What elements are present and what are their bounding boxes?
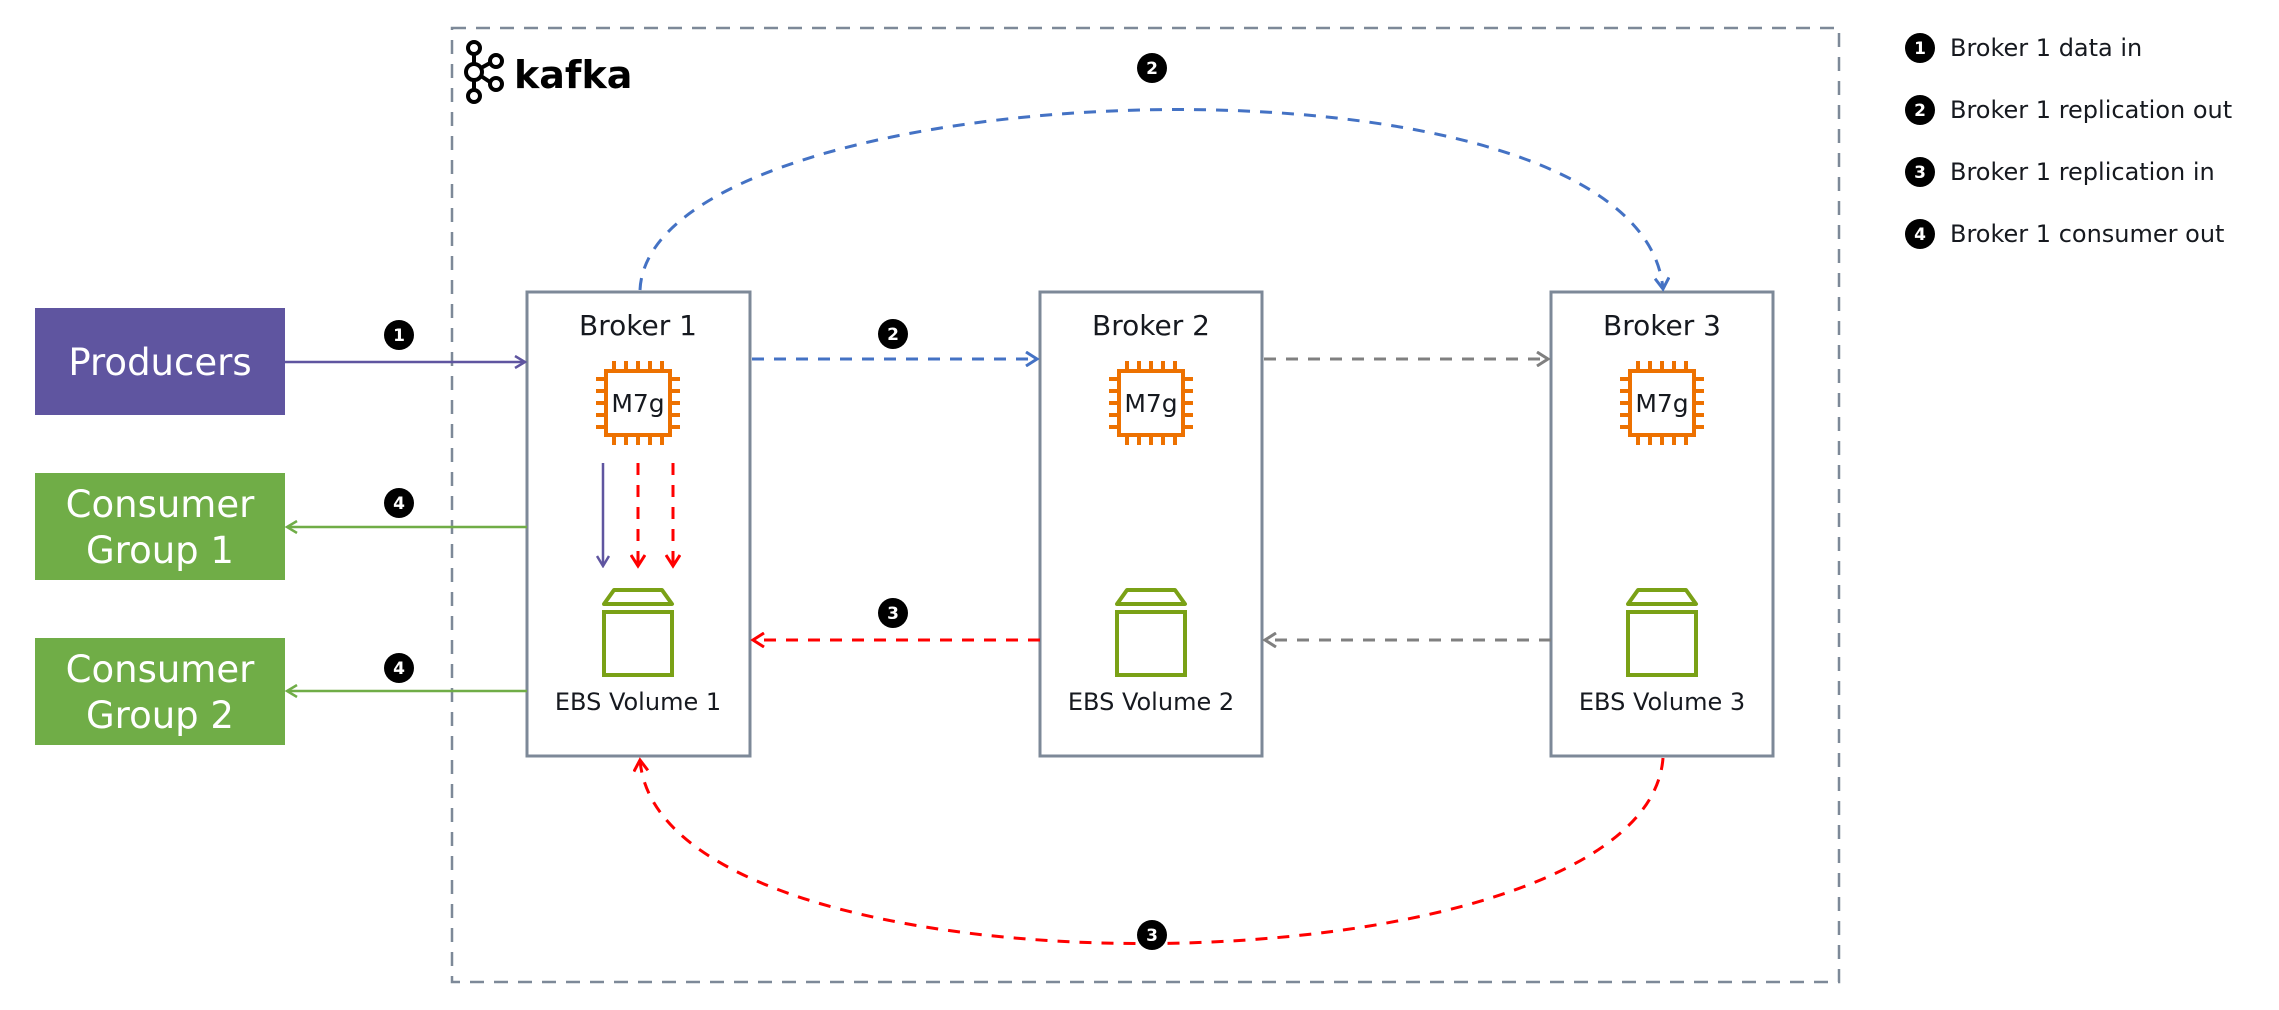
svg-text:Broker 1 replication in: Broker 1 replication in xyxy=(1950,158,2215,186)
svg-text:3: 3 xyxy=(1914,163,1926,183)
ec2-instance-chip-icon: M7g xyxy=(596,361,680,445)
broker-2-title: Broker 2 xyxy=(1092,309,1210,342)
consumer-group-2-box: Consumer Group 2 xyxy=(35,638,285,745)
kafka-icon xyxy=(464,40,504,104)
ec2-instance-chip-icon: M7g xyxy=(1620,361,1704,445)
instance-type-label: M7g xyxy=(611,389,664,418)
badge-step-3-broker3: 3 xyxy=(1137,920,1167,950)
svg-text:2: 2 xyxy=(1146,59,1158,79)
legend-item: 3 Broker 1 replication in xyxy=(1905,157,2215,187)
instance-type-label: M7g xyxy=(1635,389,1688,418)
legend-item: 4 Broker 1 consumer out xyxy=(1905,219,2224,249)
consumer-group-2-label-line1: Consumer xyxy=(66,648,255,691)
broker-3-title: Broker 3 xyxy=(1603,309,1721,342)
ebs-volume-label: EBS Volume 2 xyxy=(1068,688,1234,716)
ebs-volume-label: EBS Volume 1 xyxy=(555,688,721,716)
flow-broker3-to-broker1-arc xyxy=(640,758,1665,945)
badge-step-2-broker2: 2 xyxy=(878,319,908,349)
svg-text:1: 1 xyxy=(393,326,405,346)
svg-text:1: 1 xyxy=(1914,39,1926,59)
svg-text:Broker 1 data in: Broker 1 data in xyxy=(1950,34,2142,62)
badge-step-4-cg1: 4 xyxy=(384,488,414,518)
svg-text:2: 2 xyxy=(887,325,899,345)
consumer-group-2-label-line2: Group 2 xyxy=(86,694,234,737)
svg-text:2: 2 xyxy=(1914,101,1926,121)
badge-step-4-cg2: 4 xyxy=(384,653,414,683)
producers-box: Producers xyxy=(35,308,285,415)
ebs-volume-icon xyxy=(1115,588,1187,677)
consumer-group-1-label-line1: Consumer xyxy=(66,483,255,526)
producers-label: Producers xyxy=(68,341,251,384)
ebs-volume-icon xyxy=(1626,588,1698,677)
broker-1-title: Broker 1 xyxy=(579,309,697,342)
svg-text:3: 3 xyxy=(887,604,899,624)
kafka-cluster-boundary xyxy=(450,26,1841,984)
instance-type-label: M7g xyxy=(1124,389,1177,418)
legend-item: 2 Broker 1 replication out xyxy=(1905,95,2232,125)
badge-step-1: 1 xyxy=(384,320,414,350)
svg-text:Broker 1 consumer out: Broker 1 consumer out xyxy=(1950,220,2224,248)
svg-text:Broker 1 replication out: Broker 1 replication out xyxy=(1950,96,2232,124)
svg-text:3: 3 xyxy=(1146,926,1158,946)
badge-step-3-broker2: 3 xyxy=(878,598,908,628)
ebs-volume-label: EBS Volume 3 xyxy=(1579,688,1745,716)
svg-text:4: 4 xyxy=(393,494,405,514)
ec2-instance-chip-icon: M7g xyxy=(1109,361,1193,445)
legend-item: 1 Broker 1 data in xyxy=(1905,33,2142,63)
badge-step-2-broker3: 2 xyxy=(1137,53,1167,83)
kafka-logo: kafka xyxy=(464,40,632,104)
svg-text:4: 4 xyxy=(393,659,405,679)
flow-broker1-to-broker3-arc xyxy=(638,108,1663,290)
kafka-wordmark: kafka xyxy=(514,53,632,97)
ebs-volume-icon xyxy=(602,588,674,677)
consumer-group-1-box: Consumer Group 1 xyxy=(35,473,285,580)
svg-text:4: 4 xyxy=(1914,225,1926,245)
consumer-group-1-label-line2: Group 1 xyxy=(86,529,234,572)
